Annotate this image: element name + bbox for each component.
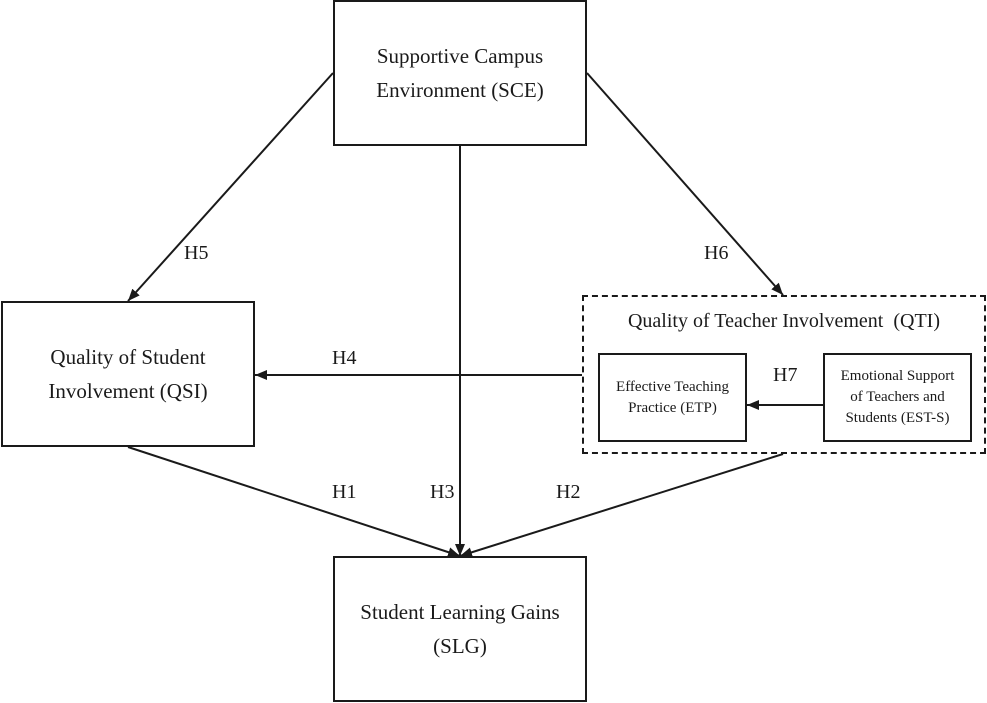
node-ests-line-2: of Teachers and [850,389,945,405]
node-sce-line-2: Environment (SCE) [376,78,544,102]
node-qsi: Quality of Student Involvement (QSI) [1,301,255,447]
node-ests-line-1: Emotional Support [840,368,955,384]
node-qsi-line-2: Involvement (QSI) [48,379,208,403]
node-etp-line-1: Effective Teaching [616,378,729,395]
label-h4: H4 [332,347,357,369]
arrow-qti-to-slg [459,453,784,558]
node-slg-line-2: (SLG) [433,634,487,658]
node-etp-line-2: Practice (ETP) [628,399,717,416]
label-h3: H3 [430,481,455,503]
arrow-qsi-to-slg [127,446,461,558]
node-slg: Student Learning Gains (SLG) [333,556,587,702]
label-h7: H7 [773,364,798,386]
node-ests: Emotional Support of Teachers and Studen… [823,353,972,442]
node-qsi-line-1: Quality of Student [50,345,206,369]
label-h2: H2 [556,481,581,503]
label-h5: H5 [184,242,209,264]
label-h6: H6 [704,242,729,264]
node-qti-group: Quality of Teacher Involvement (QTI) [582,295,986,454]
arrow-sce-to-qti [586,72,784,296]
node-etp: Effective Teaching Practice (ETP) [598,353,747,442]
node-qti-title: Quality of Teacher Involvement (QTI) [627,310,940,332]
label-h1: H1 [332,481,357,503]
node-slg-line-1: Student Learning Gains [360,600,560,624]
node-ests-line-3: Students (EST-S) [845,410,950,426]
arrow-sce-to-qsi [127,72,334,302]
node-sce-line-1: Supportive Campus [376,44,544,68]
node-sce: Supportive Campus Environment (SCE) [333,0,587,146]
